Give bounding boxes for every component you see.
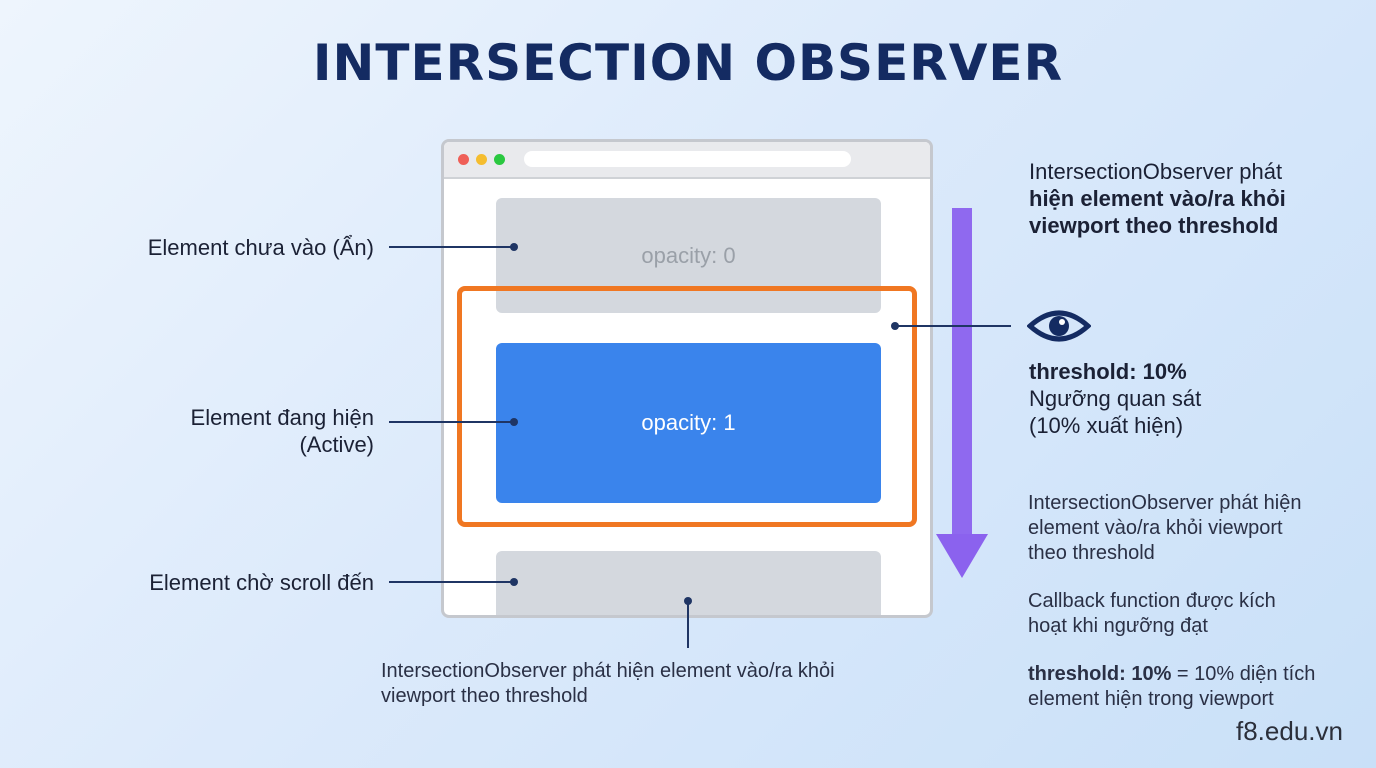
close-dot-icon xyxy=(458,154,469,165)
connector-dot-bottom xyxy=(684,597,692,605)
label-active-line2: (Active) xyxy=(299,432,374,457)
minimize-dot-icon xyxy=(476,154,487,165)
info-p1-line2: element vào/ra khỏi viewport xyxy=(1028,517,1283,539)
connector-dot-active xyxy=(510,418,518,426)
connector-dot-waiting xyxy=(510,578,518,586)
address-bar xyxy=(524,151,851,167)
scroll-down-arrow-icon xyxy=(936,208,988,578)
connector-active xyxy=(389,421,514,423)
bottom-note-line2: viewport theo threshold xyxy=(381,685,588,707)
info-p2-line2: hoạt khi ngưỡng đạt xyxy=(1028,615,1208,637)
connector-threshold xyxy=(895,325,1011,327)
maximize-dot-icon xyxy=(494,154,505,165)
watermark: f8.edu.vn xyxy=(1236,716,1343,746)
page-title: INTERSECTION OBSERVER xyxy=(312,34,1064,92)
right-heading: IntersectionObserver phát hiện element v… xyxy=(1029,158,1349,239)
right-heading-line2: hiện element vào/ra khỏi xyxy=(1029,186,1286,211)
element-active-box: opacity: 1 xyxy=(496,343,881,503)
opacity-zero-label: opacity: 0 xyxy=(641,242,736,268)
right-heading-line1: IntersectionObserver phát xyxy=(1029,159,1283,184)
info-p2-line1: Callback function được kích xyxy=(1028,590,1276,612)
bottom-note-line1: IntersectionObserver phát hiện element v… xyxy=(381,660,835,682)
connector-waiting xyxy=(389,581,514,583)
threshold-desc-line1: Ngưỡng quan sát xyxy=(1029,386,1202,411)
connector-hidden xyxy=(389,246,514,248)
info-p1-line1: IntersectionObserver phát hiện xyxy=(1028,492,1302,514)
info-paragraph-1: IntersectionObserver phát hiện element v… xyxy=(1028,491,1358,566)
label-element-active: Element đang hiện (Active) xyxy=(60,404,374,458)
bottom-note: IntersectionObserver phát hiện element v… xyxy=(381,659,941,709)
info-paragraph-3: threshold: 10% = 10% diện tích element h… xyxy=(1028,662,1358,712)
connector-dot-hidden xyxy=(510,243,518,251)
browser-toolbar xyxy=(444,142,930,179)
info-p3-line1: threshold: 10% = 10% diện tích xyxy=(1028,662,1358,687)
eye-icon xyxy=(1027,310,1091,342)
label-active-line1: Element đang hiện xyxy=(190,405,374,430)
info-paragraph-2: Callback function được kích hoạt khi ngư… xyxy=(1028,589,1358,639)
info-p3-rest: = 10% diện tích xyxy=(1171,663,1316,685)
label-element-waiting: Element chờ scroll đến xyxy=(149,570,374,595)
info-p3-bold: threshold: 10% xyxy=(1028,663,1172,685)
threshold-label: threshold: 10% xyxy=(1029,359,1187,384)
browser-window: opacity: 0 opacity: 1 xyxy=(441,139,933,618)
right-heading-line3: viewport theo threshold xyxy=(1029,213,1279,238)
element-hidden-box: opacity: 0 xyxy=(496,198,881,313)
threshold-info: threshold: 10% Ngưỡng quan sát (10% xuất… xyxy=(1029,358,1349,439)
connector-bottom xyxy=(687,603,689,648)
info-p1-line3: theo threshold xyxy=(1028,542,1155,564)
opacity-one-label: opacity: 1 xyxy=(641,410,736,435)
threshold-viewport-frame xyxy=(457,286,917,527)
threshold-desc-line2: (10% xuất hiện) xyxy=(1029,413,1184,438)
label-element-hidden: Element chưa vào (Ẩn) xyxy=(147,235,374,260)
info-p3-line2: element hiện trong viewport xyxy=(1028,688,1274,710)
